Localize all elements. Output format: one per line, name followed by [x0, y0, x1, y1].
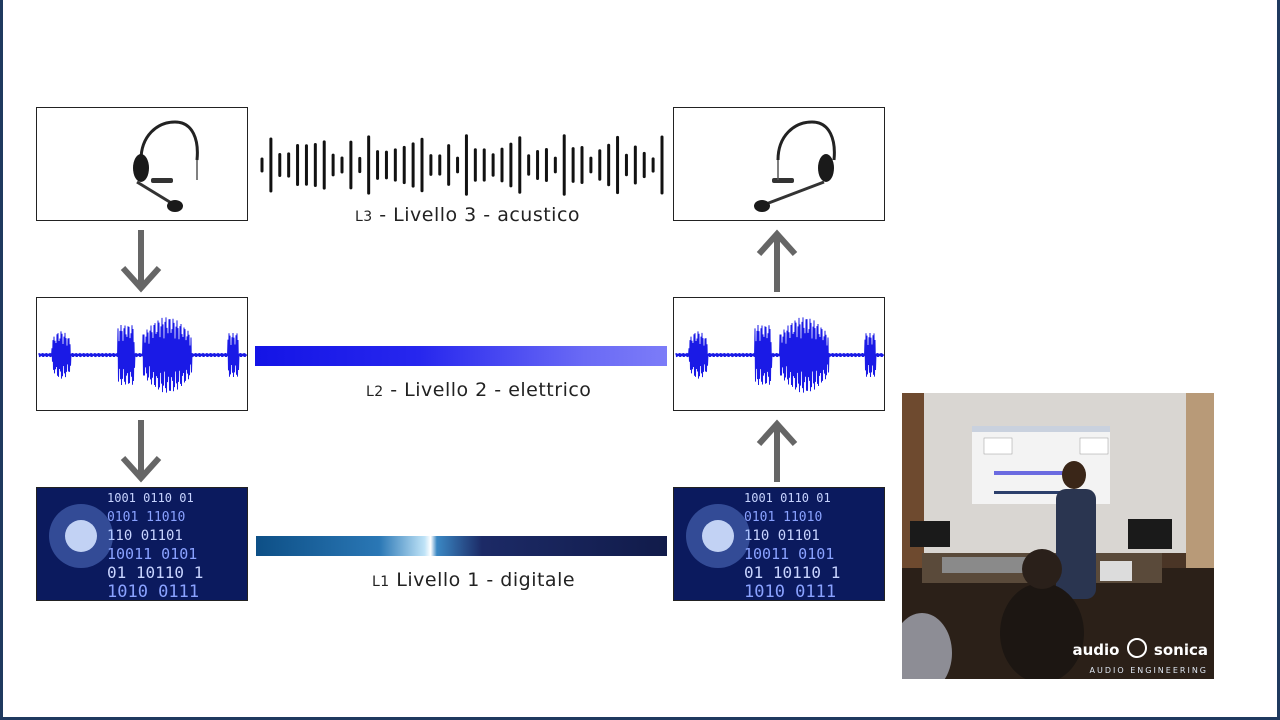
arrow-down-icon: [120, 420, 162, 483]
headset-icon: [133, 120, 199, 212]
level-2-label: L2 - Livello 2 - elettrico: [366, 379, 591, 401]
binary-digits: 10011 0101: [744, 545, 834, 563]
binary-digits: 110 01101: [744, 528, 820, 544]
arrow-up-icon: [756, 229, 798, 292]
audio-waveform: [38, 317, 247, 393]
binary-digits: 01 10110 1: [744, 563, 840, 582]
presenter-photo: audio sonica AUDIO ENGINEERING: [902, 393, 1214, 679]
brand-part2: sonica: [1153, 641, 1208, 659]
light-glow: [702, 520, 734, 552]
slide-frame-left: [0, 0, 3, 720]
level-3-text: - Livello 3 - acustico: [379, 204, 581, 226]
binary-digits: 110 01101: [107, 528, 183, 544]
brand-part1: audio: [1072, 641, 1120, 659]
waveform-box-left: [36, 297, 248, 411]
level-3-label: L3 - Livello 3 - acustico: [355, 204, 580, 226]
binary-digits: 01 10110 1: [107, 563, 203, 582]
binary-digits: 1001 0110 01: [744, 491, 831, 505]
binary-digits: 1010 0111: [744, 582, 836, 601]
light-halo: [49, 504, 113, 568]
brand-subtitle: AUDIO ENGINEERING: [1089, 666, 1208, 675]
binary-digits: 0101 11010: [107, 510, 185, 525]
binary-digits: 0101 11010: [744, 510, 822, 525]
binary-digits: 1010 0111: [107, 582, 199, 601]
audio-waveform: [675, 317, 884, 393]
level-2-text: - Livello 2 - elettrico: [390, 379, 592, 401]
level-1-code: L1: [372, 574, 390, 590]
level-1-text: Livello 1 - digitale: [396, 569, 576, 591]
classroom-scene: [902, 393, 1214, 679]
slide-frame-right: [1277, 0, 1280, 720]
light-glow: [65, 520, 97, 552]
brand-swirl-icon: [1126, 638, 1147, 658]
binary-digits: 10011 0101: [107, 545, 197, 563]
slide-frame-bottom: [0, 717, 1280, 720]
level-3-code: L3: [355, 209, 373, 225]
acoustic-wave: [258, 130, 666, 200]
arrow-down-icon: [120, 230, 162, 293]
level-2-code: L2: [366, 384, 384, 400]
binary-digits: 1001 0110 01: [107, 491, 194, 505]
electric-signal-bar: [255, 346, 667, 366]
waveform-trace: [675, 317, 884, 393]
waveform-box-right: [673, 297, 885, 411]
light-halo: [686, 504, 750, 568]
headset-icon: [754, 120, 836, 212]
audiosonica-logo: audio sonica: [1072, 638, 1208, 659]
headset-box-right: [673, 107, 885, 221]
waveform-trace: [38, 317, 247, 393]
level-1-label: L1 Livello 1 - digitale: [372, 569, 575, 591]
headset-box-left: [36, 107, 248, 221]
digital-signal-bar: [256, 536, 667, 556]
arrow-up-icon: [756, 419, 798, 482]
